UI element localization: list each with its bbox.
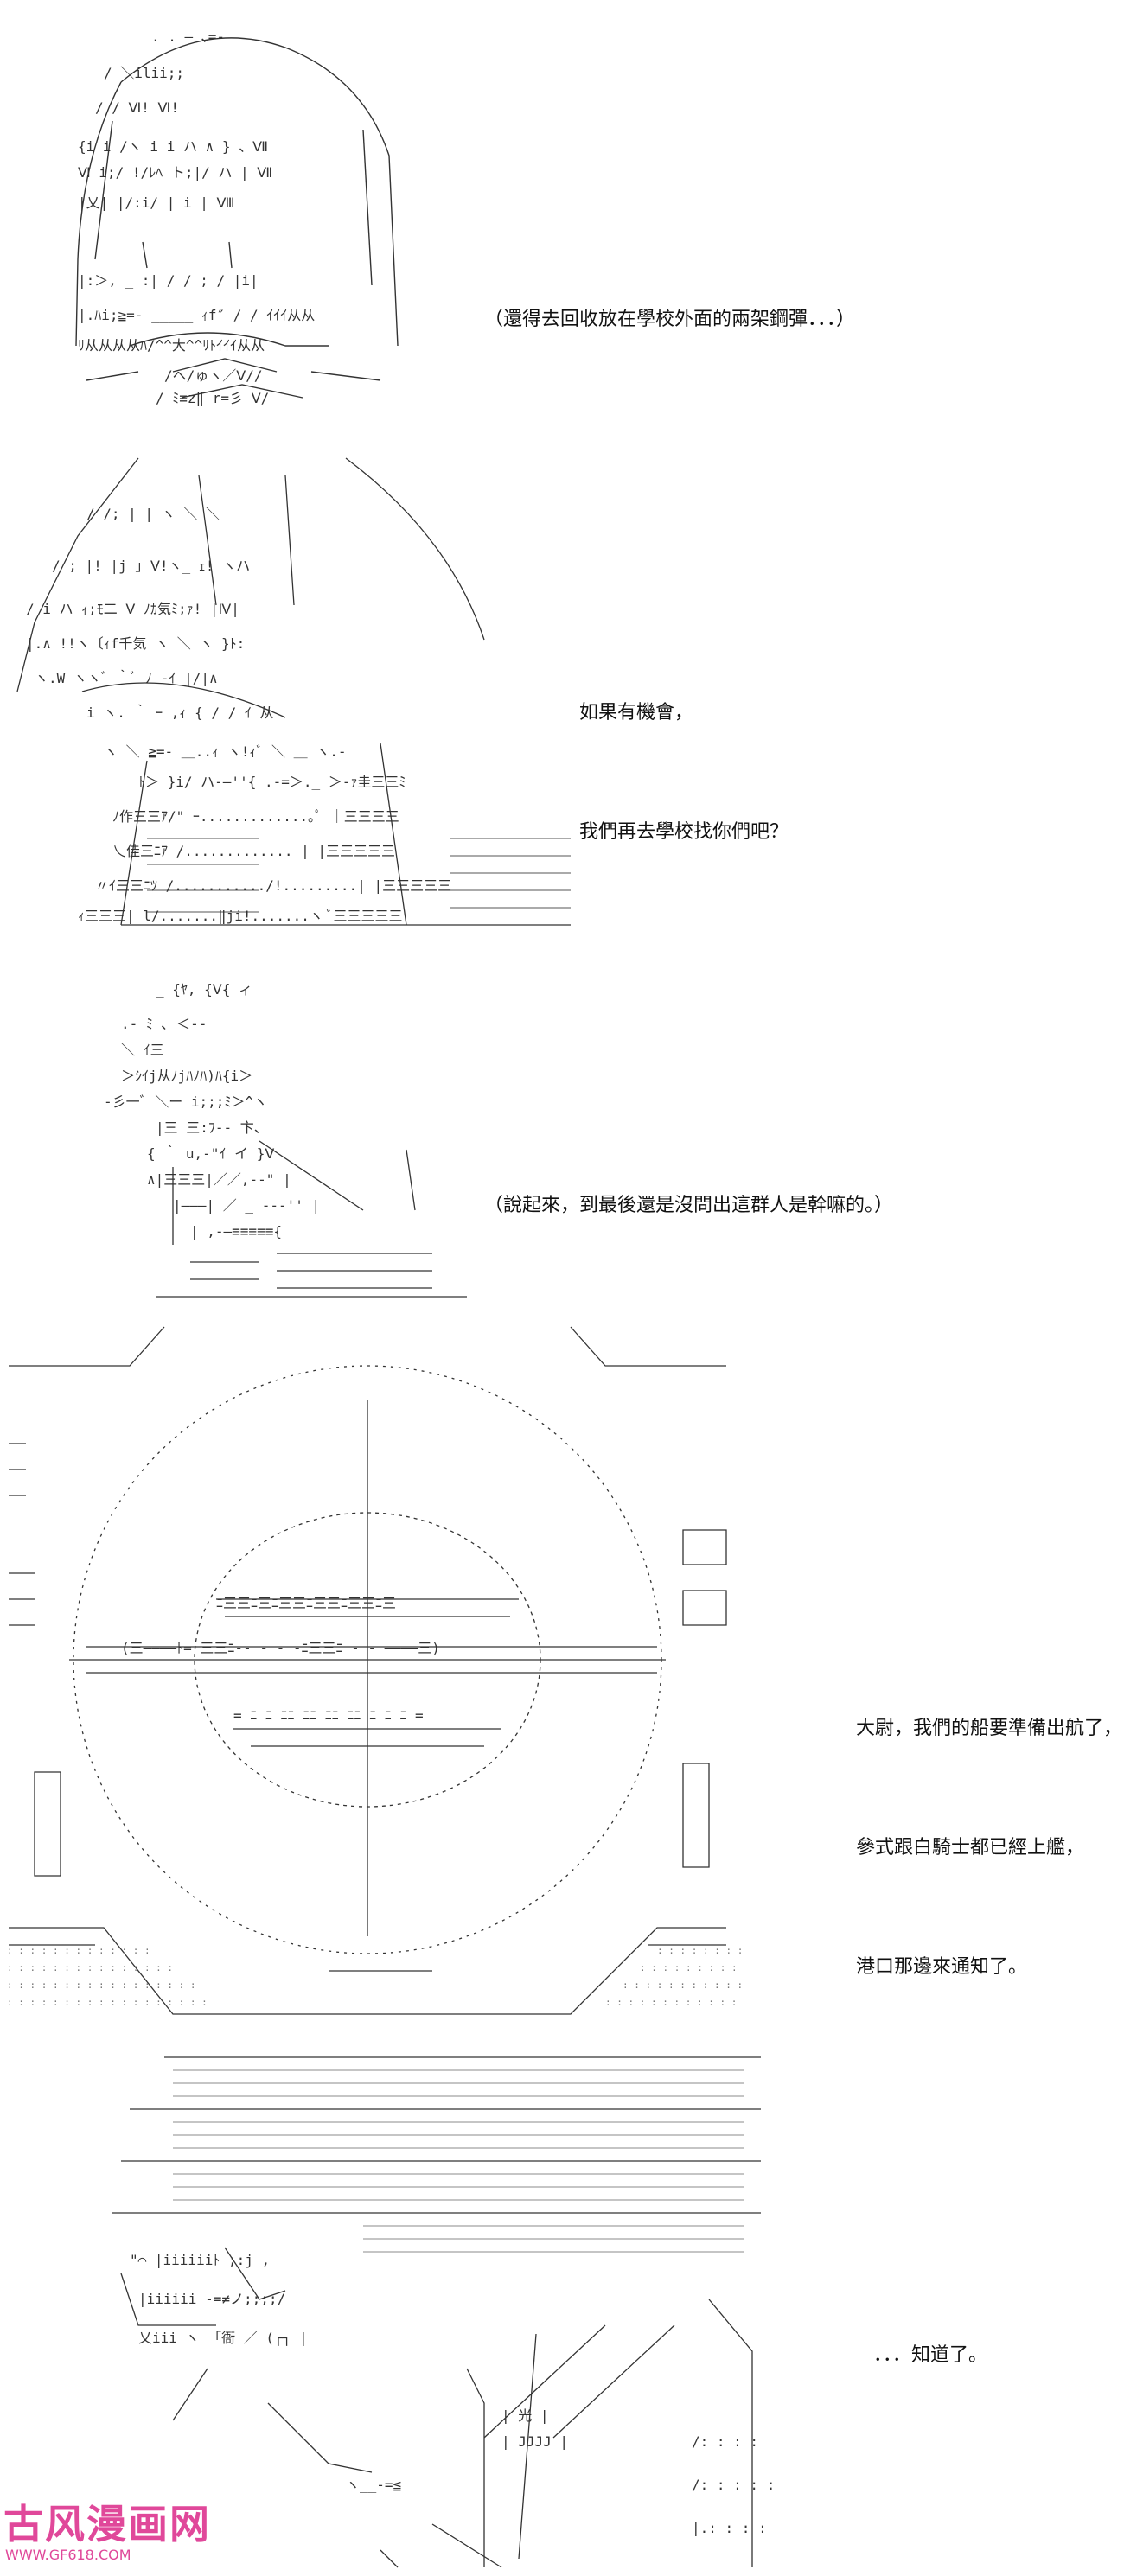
svg-text:/ /; | | ヽ ＼ ＼: / /; | | ヽ ＼ ＼	[86, 506, 220, 522]
dialog-line: 參式跟白騎士都已經上艦，	[856, 1837, 1085, 1859]
svg-text:/ ﾐ≡z‖ r=彡 Ⅴ/: / ﾐ≡z‖ r=彡 Ⅴ/	[156, 390, 269, 406]
panel-5: "⌒ |iiiiiiﾄ ;:j , |iiiiii -=≠ノ;;;;/ 乂iii…	[0, 2040, 1124, 2576]
svg-text:: : : : : : : : : : : : :: : : : : : : : : : : : : :	[7, 1945, 150, 1956]
svg-text:|乂| |/:i/ | i | Ⅷ: |乂| |/:i/ | i | Ⅷ	[78, 194, 235, 211]
svg-text:/ ＼ilii;;: / ＼ilii;;	[104, 65, 184, 81]
svg-text:ヽ.W ヽヽﾞ ｀ﾞ ﾉ ‐ｲ |/|∧: ヽ.W ヽヽﾞ ｀ﾞ ﾉ ‐ｲ |/|∧	[35, 669, 218, 686]
dialog-text: （還得去回收放在學校外面的兩架鋼彈．．．）	[484, 220, 855, 419]
svg-text:: : : : : : : :: : : : : : : : :	[657, 1945, 743, 1956]
svg-text:{ ｀ u,-"ｲ イ }Ⅴ: { ｀ u,-"ｲ イ }Ⅴ	[147, 1145, 274, 1162]
svg-text:＼ ｲ三: ＼ ｲ三	[121, 1042, 164, 1058]
svg-text:|.: : : : :: |.: : : : :	[692, 2520, 778, 2536]
dialog-text: （說起來，到最後還是沒問出這群人是幹嘛的。）	[484, 1106, 893, 1305]
panel-3: _ {ﾔ, {Ⅴ{ ィ .- ﾐ ､ ＜-- ＼ ｲ三 ＞ｼｲj从ﾉjﾊﾉﾊ)ﾊ…	[0, 968, 1124, 1305]
panel-4: : : : : : : : : : : : : : : : : : : : : …	[0, 1314, 1124, 2023]
svg-text:ﾄ＞ }i/ ハ-―''{ .-=＞._ ＞-ｧ圭三三ﾐ: ﾄ＞ }i/ ハ-―''{ .-=＞._ ＞-ｧ圭三三ﾐ	[138, 774, 406, 790]
svg-text:ﾘ从从从从ﾊ/^^大^^ﾘﾄｲｲｲ从从: ﾘ从从从从ﾊ/^^大^^ﾘﾄｲｲｲ从从	[78, 337, 265, 354]
svg-text:_ {ﾔ, {Ⅴ{ ィ: _ {ﾔ, {Ⅴ{ ィ	[156, 981, 252, 998]
panel-1: . . ― ､=- / ＼ilii;; / / Ⅵ! Ⅵ! {i i /ヽ i …	[0, 0, 1124, 406]
svg-text:乂iii ヽ 「衙 ／ (┌┐ |: 乂iii ヽ 「衙 ／ (┌┐ |	[138, 2330, 308, 2346]
dialog-line: （說起來，到最後還是沒問出這群人是幹嘛的。）	[484, 1195, 894, 1216]
ascii-art-girl-short-hair: / /; | | ヽ ＼ ＼ / ; |! |j ｣ Ⅴ!ヽ_ ｪ! ヽハ / …	[0, 441, 588, 951]
panel-2: / /; | | ヽ ＼ ＼ / ; |! |j ｣ Ⅴ!ヽ_ ｪ! ヽハ / …	[0, 441, 1124, 951]
svg-text:乀佳三ﾆｱ /............. | |三三三: 乀佳三ﾆｱ /............. | |三三三三三	[112, 843, 395, 859]
svg-text:: : : : : : : : : : : : : : :: : : : : : : : : : : : : : : : : :	[7, 1980, 196, 1991]
svg-text:"⌒ |iiiiiiﾄ ;:j ,: "⌒ |iiiiiiﾄ ;:j ,	[130, 2252, 270, 2268]
svg-text:: : : : : : : : : : : : : : :: : : : : : : : : : : : : : : :	[7, 1962, 173, 1973]
svg-text:.- ﾐ ､ ＜--: .- ﾐ ､ ＜--	[121, 1016, 207, 1032]
ascii-art-character-small: _ {ﾔ, {Ⅴ{ ィ .- ﾐ ､ ＜-- ＼ ｲ三 ＞ｼｲj从ﾉjﾊﾉﾊ)ﾊ…	[0, 968, 484, 1305]
dialog-line: ．．．知道了。	[873, 2344, 988, 2366]
svg-text:|:＞, _ :| / / ; / |i|: |:＞, _ :| / / ; / |i|	[78, 272, 259, 289]
svg-text:. . ― ､=-: . . ― ､=-	[151, 29, 225, 45]
svg-text:/: : : : :: /: : : : :	[692, 2477, 775, 2493]
svg-text:| 光 |: | 光 |	[501, 2407, 549, 2424]
svg-text:|―――| ／ _ ‐‐‐'' |: |―――| ／ _ ‐‐‐'' |	[173, 1197, 320, 1214]
ascii-art-spaceship-window: : : : : : : : : : : : : : : : : : : : : …	[0, 1314, 744, 2023]
svg-text:i ヽ. ｀ ｰ ,ｨ { / / ｲ 从: i ヽ. ｀ ｰ ,ｨ { / / ｲ 从	[86, 704, 274, 721]
svg-text:〃ｲ三三ﾆﾂ /.........../!.........: 〃ｲ三三ﾆﾂ /.........../!.........| |三三三三三	[95, 877, 451, 894]
dialog-text: 如果有機會， 我們再去學校找你們吧？	[579, 614, 789, 932]
dialog-text: 大尉，我們的船要準備出航了， 參式跟白騎士都已經上艦， 港口那邊來通知了。	[856, 1629, 1122, 2067]
dialog-line: 大尉，我們的船要準備出航了，	[856, 1718, 1123, 1739]
svg-text:/ / Ⅵ! Ⅵ!: / / Ⅵ! Ⅵ!	[95, 99, 179, 116]
svg-text:＞ｼｲj从ﾉjﾊﾉﾊ)ﾊ{i＞: ＞ｼｲj从ﾉjﾊﾉﾊ)ﾊ{i＞	[121, 1068, 252, 1084]
svg-text:|三 三:ﾌ-‐ 卞、: |三 三:ﾌ-‐ 卞、	[156, 1119, 268, 1136]
svg-text:: : : : : : : : : : : : :: : : : : : : : : : : : : :	[605, 1997, 744, 2008]
svg-text:ﾉ作三三ｱ/" ｰ.............｡ﾟ ｜三三三: ﾉ作三三ｱ/" ｰ.............｡ﾟ ｜三三三三	[112, 808, 399, 825]
svg-text:∧|三三三|／／,-‐" |: ∧|三三三|／／,-‐" |	[147, 1171, 291, 1188]
dialog-text: ．．．知道了。	[873, 2256, 987, 2455]
svg-text:ｨ三三三| l/.......‖ji!.......ヽ ﾞ: ｨ三三三| l/.......‖ji!.......ヽ ﾞ三三三三三	[78, 908, 403, 924]
watermark-logo: 古风漫画网 WWW.GF618.COM	[3, 2503, 211, 2573]
svg-text:ﾆ三三ﾆ三ﾆ三三ﾆ三三ﾆ三三ﾆ三: ﾆ三三ﾆ三ﾆ三三ﾆ三三ﾆ三三ﾆ三	[216, 1595, 396, 1611]
svg-text:| ,-―≡≡≡≡≡{: | ,-―≡≡≡≡≡{	[190, 1223, 282, 1240]
dialog-line: （還得去回收放在學校外面的兩架鋼彈．．．）	[484, 309, 856, 330]
ascii-art-girl-long-hair: . . ― ､=- / ＼ilii;; / / Ⅵ! Ⅵ! {i i /ヽ i …	[0, 0, 450, 406]
dialog-line: 我們再去學校找你們吧？	[579, 821, 789, 843]
dialog-line: 港口那邊來通知了。	[856, 1956, 1028, 1978]
svg-text:/ i ハ ｨ;ﾓ二 Ⅴ ﾉｶ気ﾐ;ｧ! |Ⅳ|: / i ハ ｨ;ﾓ二 Ⅴ ﾉｶ気ﾐ;ｧ! |Ⅳ|	[26, 601, 239, 617]
svg-text:|.∧ !!ヽ〔ｨf千気 ヽ ＼ ヽ }ﾄ:: |.∧ !!ヽ〔ｨf千気 ヽ ＼ ヽ }ﾄ:	[26, 635, 245, 652]
svg-text:/ ; |! |j ｣ Ⅴ!ヽ_ ｪ! ヽハ: / ; |! |j ｣ Ⅴ!ヽ_ ｪ! ヽハ	[52, 558, 250, 574]
svg-text:{i i /ヽ i i ハ ∧ } 、Ⅶ: {i i /ヽ i i ハ ∧ } 、Ⅶ	[78, 138, 268, 155]
svg-text:/: : : :: /: : : :	[692, 2433, 758, 2450]
svg-text:|.ﾊi;≧=- _____ ｨf″ / / ｲｲｲ从从: |.ﾊi;≧=- _____ ｨf″ / / ｲｲｲ从从	[78, 307, 315, 323]
svg-text:: : : : : : : : : :: : : : : : : : : : :	[640, 1962, 744, 1973]
svg-text:/ヘ/ゅヽ／Ⅴ//: /ヘ/ゅヽ／Ⅴ//	[164, 367, 262, 384]
svg-text:Ⅵ i;/ !/ﾚﾍ ト;|/ ハ | Ⅶ: Ⅵ i;/ !/ﾚﾍ ト;|/ ハ | Ⅶ	[78, 164, 272, 181]
svg-text:: : : : : : : : : : : : : : :: : : : : : : : : : : : : : : : : : :	[7, 1997, 208, 2008]
ascii-art-character-with-cap: "⌒ |iiiiiiﾄ ;:j , |iiiiii -=≠ノ;;;;/ 乂iii…	[0, 2040, 778, 2576]
svg-text:ヽ ＼ ≧=- ＿..ｨ ヽ!ｨﾞ ＼ ＿ ヽ.-: ヽ ＼ ≧=- ＿..ｨ ヽ!ｨﾞ ＼ ＿ ヽ.-	[104, 743, 347, 760]
svg-text:= ﾆ ﾆ ﾆﾆ ﾆﾆ ﾆﾆ ﾆﾆ ﾆ ﾆ ﾆ =: = ﾆ ﾆ ﾆﾆ ﾆﾆ ﾆﾆ ﾆﾆ ﾆ ﾆ ﾆ =	[233, 1707, 424, 1724]
svg-text:-彡一ﾞ ＼ー i;;;ﾐ＞^ヽ: -彡一ﾞ ＼ー i;;;ﾐ＞^ヽ	[104, 1094, 267, 1110]
svg-text:|iiiiii -=≠ノ;;;;/: |iiiiii -=≠ノ;;;;/	[138, 2291, 285, 2307]
watermark-title: 古风漫画网	[3, 2501, 211, 2547]
svg-text:: : : : : : : : : : : :: : : : : : : : : : : : :	[623, 1980, 744, 1991]
dialog-line: 如果有機會，	[579, 702, 694, 724]
svg-text:(三――――ﾄ= 三三ﾆ-- - - -ﾆ三三ﾆ - - ―: (三――――ﾄ= 三三ﾆ-- - - -ﾆ三三ﾆ - - ――――三)	[121, 1640, 440, 1656]
watermark-url: WWW.GF618.COM	[5, 2547, 131, 2563]
svg-text:| JJJJ |: | JJJJ |	[501, 2433, 568, 2450]
svg-text:ヽ__-=≦: ヽ__-=≦	[346, 2477, 401, 2493]
